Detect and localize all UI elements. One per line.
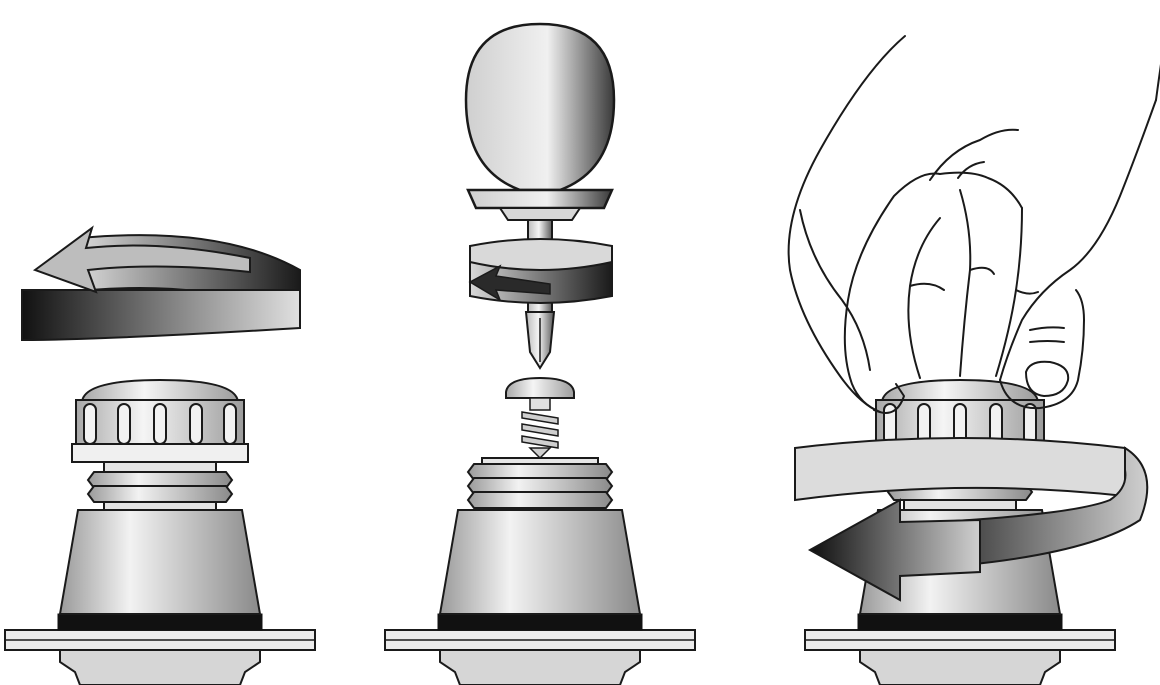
hand-icon (789, 36, 1160, 413)
fitting-body (385, 510, 695, 685)
panel-step-1 (5, 228, 315, 685)
thread-rings (88, 472, 232, 502)
panel-step-3 (789, 36, 1160, 685)
screwdriver-icon (466, 24, 614, 368)
thread-rings (468, 464, 612, 508)
screw-icon (506, 378, 574, 458)
rotate-arrow-icon (470, 239, 612, 303)
panel-step-2 (385, 24, 695, 685)
knurled-cap-icon (72, 380, 248, 462)
rotate-arrow-icon (22, 228, 300, 340)
fitting-body (5, 510, 315, 685)
